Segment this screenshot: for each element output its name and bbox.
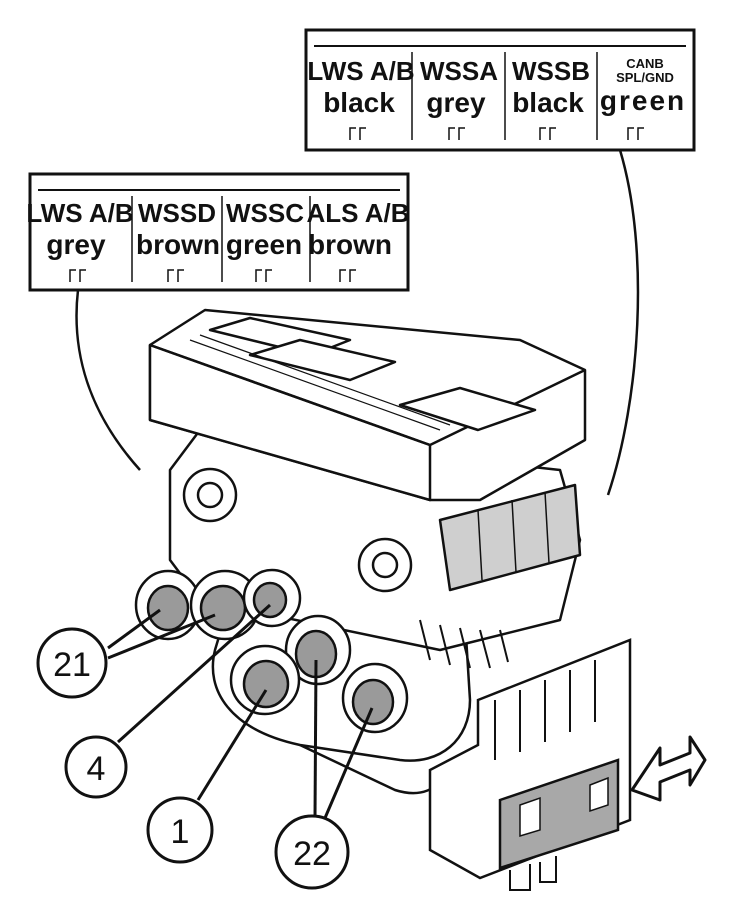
leader-left bbox=[75, 289, 141, 471]
left-col3-color: green bbox=[226, 229, 302, 260]
callout-22-number: 22 bbox=[293, 835, 331, 873]
pin-marks-right bbox=[349, 127, 644, 140]
callout-22: 22 bbox=[274, 814, 350, 890]
right-col4-sub: SPL/GND bbox=[616, 70, 674, 85]
right-col1-name: LWS A/B bbox=[307, 56, 414, 86]
callout-1: 1 bbox=[146, 796, 214, 864]
plug-connector bbox=[428, 638, 632, 891]
left-col4-color: brown bbox=[308, 229, 392, 260]
port-1 bbox=[229, 644, 301, 716]
right-col2-color: grey bbox=[426, 87, 486, 118]
pin-marks-left bbox=[69, 269, 356, 282]
right-col3-name: WSSB bbox=[512, 56, 590, 86]
left-col3-name: WSSC bbox=[226, 198, 304, 228]
port-4 bbox=[242, 568, 302, 628]
right-col1-color: black bbox=[323, 87, 395, 118]
callout-1-number: 1 bbox=[171, 813, 190, 851]
port-21a bbox=[134, 569, 202, 641]
left-col2-color: brown bbox=[136, 229, 220, 260]
left-col4-name: ALS A/B bbox=[306, 198, 409, 228]
callout-4-number: 4 bbox=[87, 750, 106, 788]
connector-box-right: LWS A/B black WSSA grey WSSB black CANB … bbox=[304, 28, 696, 152]
callout-4: 4 bbox=[64, 735, 128, 799]
port-22b bbox=[341, 662, 409, 734]
callout-21: 21 bbox=[36, 627, 108, 699]
right-col2-name: WSSA bbox=[420, 56, 498, 86]
right-col4-color: green bbox=[600, 85, 686, 116]
left-col2-name: WSSD bbox=[138, 198, 216, 228]
connector-box-left: LWS A/B grey WSSD brown WSSC green ALS A… bbox=[26, 172, 410, 292]
port-21b bbox=[189, 569, 261, 641]
left-col1-name: LWS A/B bbox=[26, 198, 133, 228]
ports bbox=[134, 568, 409, 734]
left-col1-color: grey bbox=[46, 229, 106, 260]
right-col4-name: CANB bbox=[626, 56, 664, 71]
right-col3-color: black bbox=[512, 87, 584, 118]
leader-right bbox=[606, 149, 640, 496]
callout-21-number: 21 bbox=[53, 646, 91, 684]
callout-leaders bbox=[107, 603, 374, 819]
port-22a bbox=[284, 614, 352, 686]
double-arrow-icon bbox=[630, 735, 707, 802]
